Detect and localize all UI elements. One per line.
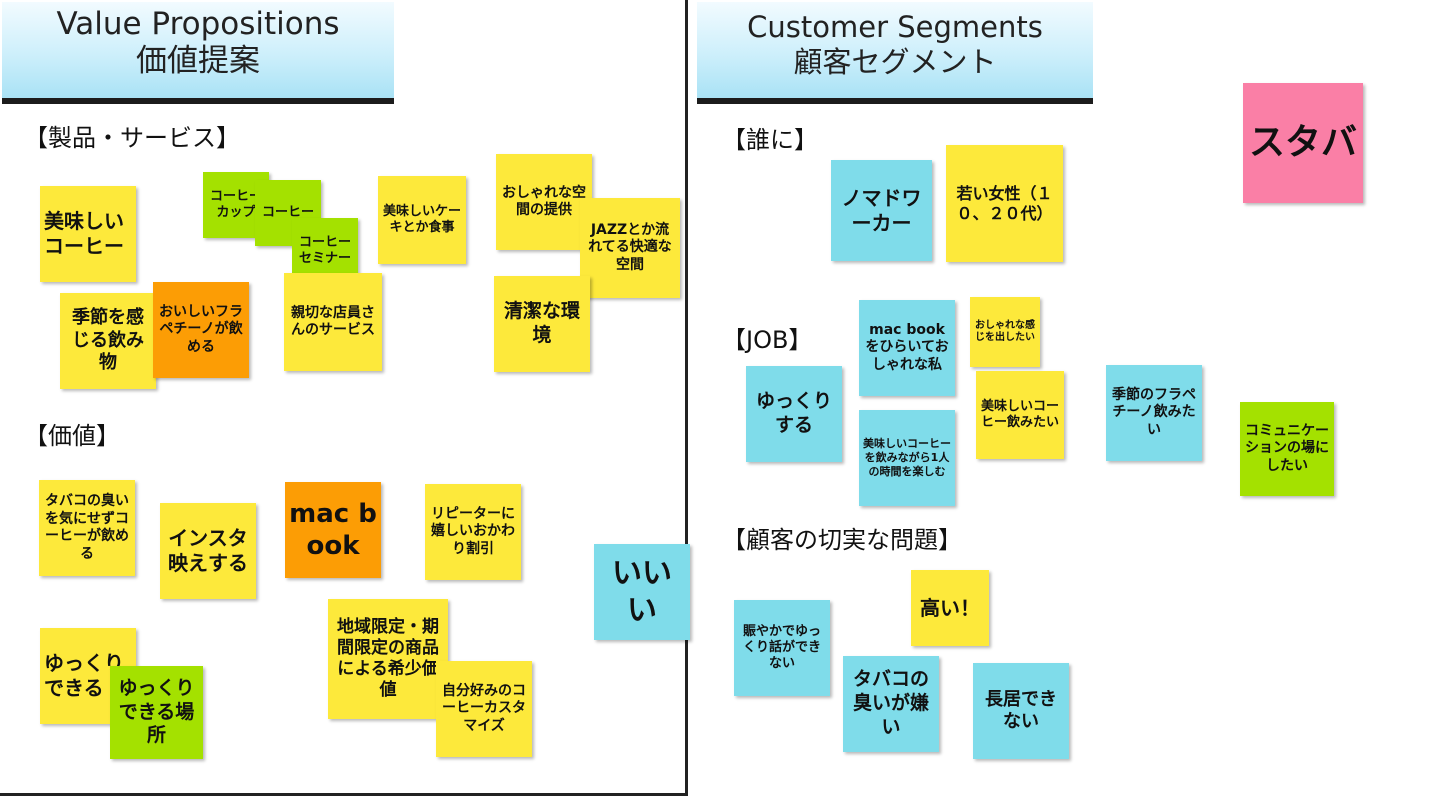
sticky-sutaba-title[interactable]: スタバ [1243,83,1363,203]
section-label-who: 【誰に】 [722,126,818,154]
sticky-kind-staff[interactable]: 親切な店員さんのサービス [284,273,382,371]
section-label-problem: 【顧客の切実な問題】 [722,526,962,554]
sticky-young-women[interactable]: 若い女性（１０、２０代） [946,145,1063,262]
sticky-community[interactable]: コミュニケーションの場にしたい [1240,402,1334,496]
header-title-jp: 顧客セグメント [793,44,997,79]
sticky-oshare-space[interactable]: おしゃれな空間の提供 [496,154,592,250]
sticky-insta[interactable]: インスタ映えする [160,503,256,599]
sticky-relax-place[interactable]: ゆっくりできる場所 [110,666,203,759]
sticky-frappuccino[interactable]: おいしいフラペチーノが飲める [153,282,249,378]
sticky-limited[interactable]: 地域限定・期間限定の商品による希少価値 [328,599,448,719]
sticky-jazz[interactable]: JAZZとか流れてる快適な空間 [580,198,680,298]
sticky-no-smoke[interactable]: タバコの臭いを気にせずコーヒーが飲める [39,480,135,576]
sticky-want-coffee[interactable]: 美味しいコーヒー飲みたい [976,371,1064,459]
sticky-cant-stay[interactable]: 長居できない [973,663,1069,759]
sticky-oishii-coffee[interactable]: 美味しいコーヒー [40,186,136,282]
sticky-oshare-feel[interactable]: おしゃれな感じを出したい [970,297,1040,367]
section-label-job: 【JOB】 [722,326,813,354]
sticky-cake[interactable]: 美味しいケーキとか食事 [378,176,466,264]
sticky-macbook[interactable]: mac book [285,482,381,578]
sticky-hate-smoke[interactable]: タバコの臭いが嫌い [843,656,939,752]
value-propositions-header: Value Propositions 価値提案 [2,2,394,104]
value-propositions-panel [0,0,688,796]
sticky-relax-job[interactable]: ゆっくりする [746,366,842,462]
sticky-customize[interactable]: 自分好みのコーヒーカスタマイズ [436,661,532,757]
header-title-jp: 価値提案 [136,43,260,80]
header-title-en: Value Propositions [56,6,340,42]
sticky-nomad[interactable]: ノマドワーカー [831,160,932,261]
sticky-macbook-job[interactable]: mac bookをひらいておしゃれな私 [859,300,955,396]
sticky-noisy[interactable]: 賑やかでゆっくり話ができない [734,600,830,696]
sticky-refill[interactable]: リピーターに嬉しいおかわり割引 [425,484,521,580]
section-label-products: 【製品・サービス】 [24,124,240,152]
sticky-alone-time[interactable]: 美味しいコーヒーを飲みながら1人の時間を楽しむ [859,410,955,506]
sticky-seasonal-frap[interactable]: 季節のフラペチーノ飲みたい [1106,365,1202,461]
sticky-expensive[interactable]: 高い！ [911,570,989,646]
sticky-seasonal-drink[interactable]: 季節を感じる飲み物 [60,293,156,389]
sticky-iii[interactable]: いいい [594,544,690,640]
customer-segments-header: Customer Segments 顧客セグメント [697,2,1093,104]
sticky-clean[interactable]: 清潔な環境 [494,276,590,372]
section-label-value: 【価値】 [24,422,120,450]
header-title-en: Customer Segments [747,10,1043,44]
